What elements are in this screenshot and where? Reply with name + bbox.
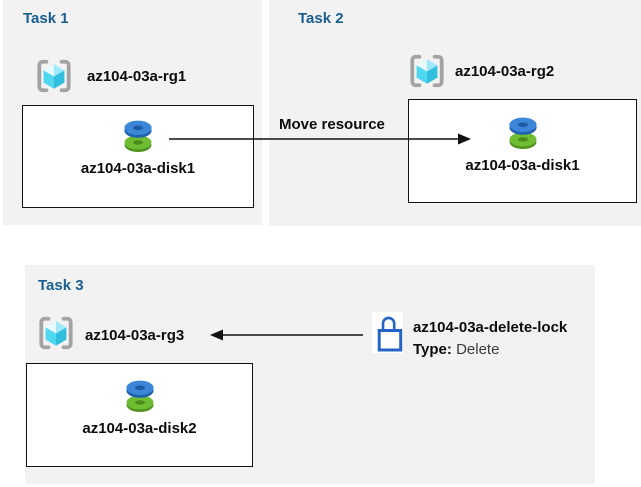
delete-lock-type: Type: Delete — [413, 341, 499, 358]
lock-type-value: Delete — [456, 341, 500, 358]
disk-icon — [508, 117, 537, 149]
task1-title: Task 1 — [23, 10, 69, 27]
lock-icon — [372, 312, 403, 353]
resource-group-icon — [39, 316, 73, 350]
task2-title: Task 2 — [298, 10, 344, 27]
task1-resource-group-label: az104-03a-rg1 — [87, 68, 187, 85]
task3-resource-group-label: az104-03a-rg3 — [85, 327, 185, 344]
resource-group-icon — [410, 54, 444, 88]
task2-disk-box: az104-03a-disk1 — [408, 99, 637, 203]
task2-resource-group-label: az104-03a-rg2 — [455, 63, 555, 80]
move-resource-label: Move resource — [279, 116, 385, 133]
task3-panel: Task 3 az104-03a-rg3 az104-03a-delete-lo… — [25, 265, 595, 484]
disk-icon — [125, 380, 154, 412]
task1-panel: Task 1 az104-03a-rg1 az104-03a-disk1 — [3, 0, 262, 225]
delete-lock-name: az104-03a-delete-lock — [413, 319, 568, 336]
task3-disk-box: az104-03a-disk2 — [26, 363, 253, 467]
task1-disk-label: az104-03a-disk1 — [80, 160, 196, 177]
task3-disk-label: az104-03a-disk2 — [82, 420, 197, 437]
task3-title: Task 3 — [38, 277, 84, 294]
task2-panel: Task 2 az104-03a-rg2 az104-03a-disk1 — [269, 0, 641, 226]
disk-icon — [124, 120, 152, 152]
resource-group-icon — [37, 59, 71, 93]
task2-disk-label: az104-03a-disk1 — [465, 157, 580, 174]
task1-disk-box: az104-03a-disk1 — [22, 105, 254, 208]
lock-type-label: Type: — [413, 341, 452, 358]
